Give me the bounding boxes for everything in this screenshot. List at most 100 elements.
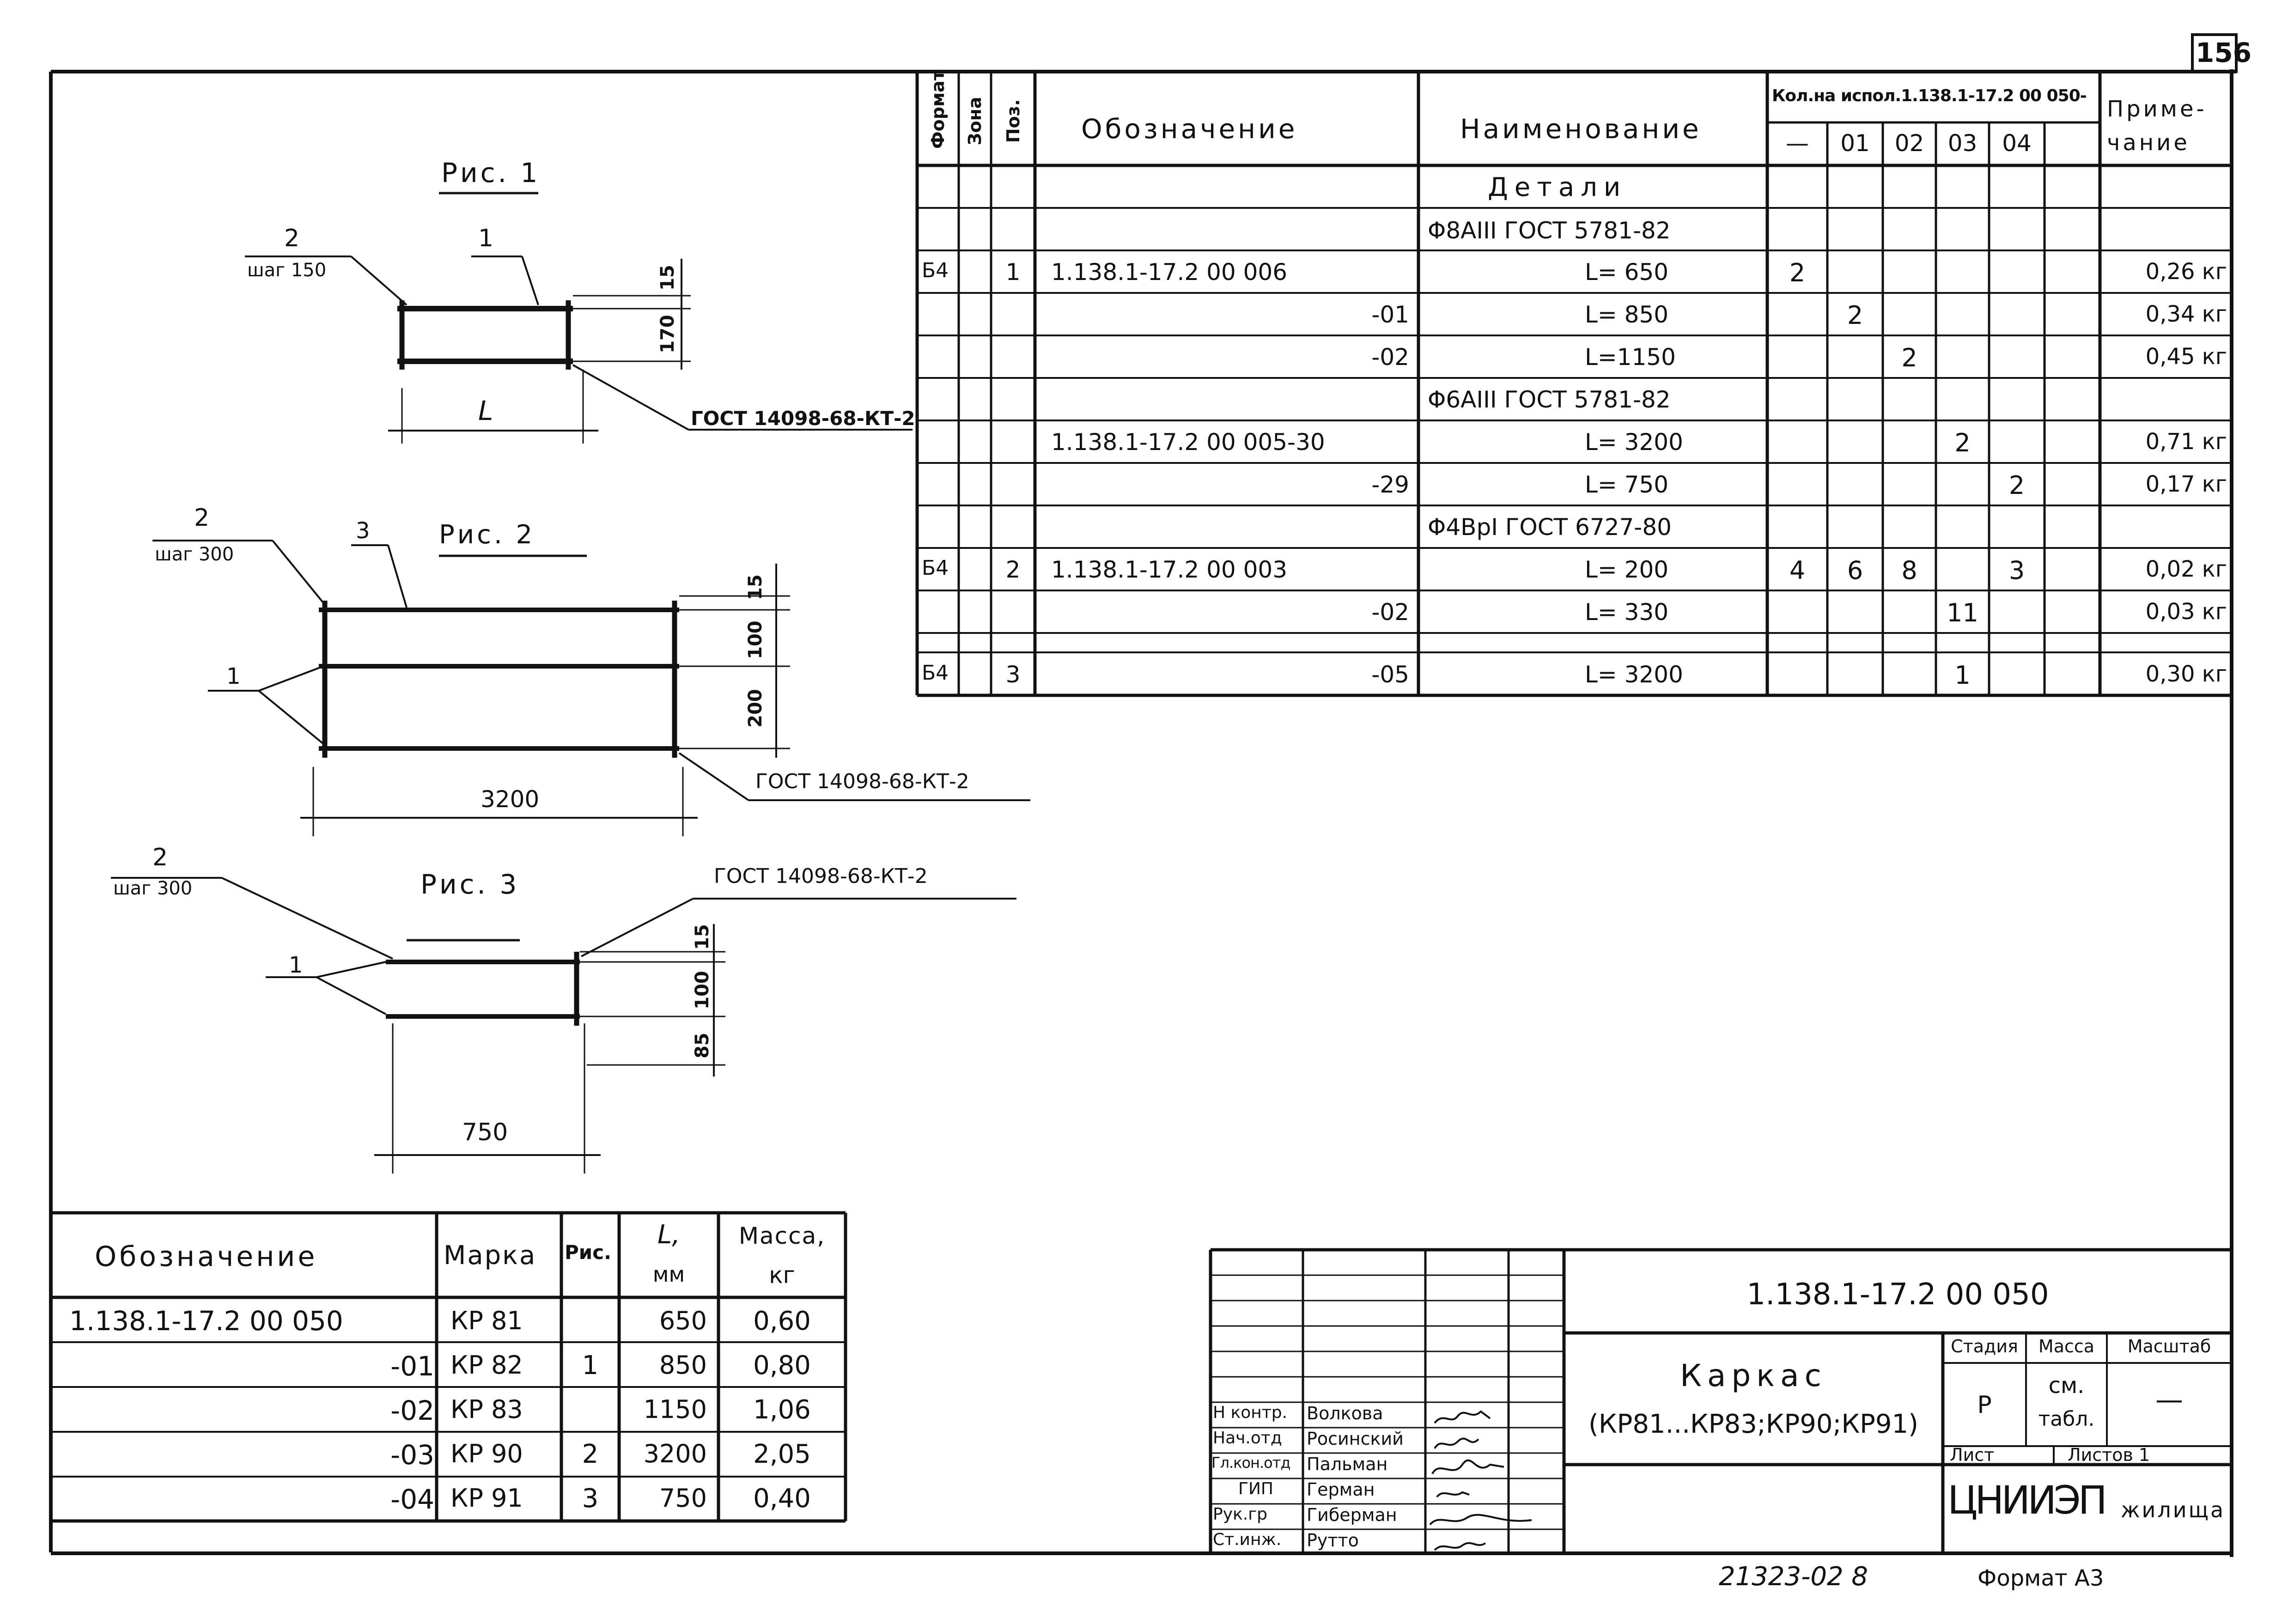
organization-sub: жилища bbox=[2121, 1497, 2226, 1522]
fig2-dim-100: 100 bbox=[745, 620, 766, 659]
fig3-pos2-label: 2 bbox=[152, 844, 168, 871]
staff-name: Волкова bbox=[1307, 1403, 1383, 1423]
spec-row-qty: 3 bbox=[2008, 556, 2025, 585]
staff-name: Росинский bbox=[1307, 1429, 1404, 1449]
marks-row-mass: 2,05 bbox=[753, 1439, 811, 1469]
spec-row-pos: 2 bbox=[1005, 556, 1021, 583]
fig1-dim-15: 15 bbox=[657, 265, 678, 291]
stage-value: Р bbox=[1977, 1391, 1992, 1419]
spec-row-qty: 4 bbox=[1789, 556, 1806, 585]
spec-header-name: Наименование bbox=[1460, 113, 1702, 145]
spec-row-mass: 0,17 кг bbox=[2145, 471, 2227, 497]
marks-header-designation: Обозначение bbox=[95, 1241, 318, 1273]
mass-value-1: см. bbox=[2048, 1373, 2085, 1399]
fig1-dim-170: 170 bbox=[657, 315, 678, 353]
marks-row-designation: -03 bbox=[390, 1439, 434, 1471]
spec-variant-base: — bbox=[1786, 130, 1809, 157]
spec-row-designation: -01 bbox=[1371, 301, 1409, 328]
fig2-pos2-label: 2 bbox=[194, 504, 210, 532]
marks-row-fig: 3 bbox=[582, 1484, 599, 1514]
spec-row-qty: 2 bbox=[1847, 301, 1863, 330]
marks-row-len: 850 bbox=[659, 1350, 707, 1380]
marks-row-fig: 1 bbox=[582, 1350, 599, 1381]
spec-header-zone: Зона bbox=[965, 97, 985, 146]
fig2-dim-200: 200 bbox=[745, 689, 766, 728]
fig1-lines bbox=[245, 192, 913, 444]
fig3-dim-100: 100 bbox=[692, 971, 713, 1010]
marks-header-mass-1: Масса, bbox=[738, 1223, 826, 1249]
marks-row-mass: 0,60 bbox=[753, 1306, 811, 1336]
marks-row-len: 1150 bbox=[643, 1395, 707, 1424]
marks-row-mass: 0,80 bbox=[753, 1350, 811, 1381]
marks-row-mark: КР 82 bbox=[450, 1350, 523, 1380]
document-title: Каркас bbox=[1680, 1358, 1827, 1393]
spec-header-pos: Поз. bbox=[1003, 99, 1023, 143]
spec-row-mass: 0,03 кг bbox=[2145, 599, 2227, 625]
spec-row-qty: 2 bbox=[1901, 343, 1917, 372]
marks-header-len-2: мм bbox=[652, 1262, 685, 1287]
fig2-dim-15: 15 bbox=[745, 574, 766, 600]
staff-role: Гл.кон.отд bbox=[1211, 1454, 1290, 1472]
spec-variant-03: 03 bbox=[1947, 130, 1978, 157]
fig3-title: Рис. 3 bbox=[420, 869, 520, 900]
spec-row-mass: 0,34 кг bbox=[2145, 301, 2227, 327]
spec-row-qty: 8 bbox=[1901, 556, 1917, 585]
staff-role: Рук.гр bbox=[1213, 1505, 1267, 1524]
fig1-pos1-label: 1 bbox=[478, 225, 494, 252]
marks-row-len: 3200 bbox=[643, 1439, 707, 1468]
marks-row-mark: КР 83 bbox=[450, 1395, 523, 1424]
spec-header-note-2: чание bbox=[2107, 130, 2190, 156]
fig2-lines bbox=[152, 540, 1030, 836]
marks-row-mark: КР 90 bbox=[450, 1439, 523, 1468]
marks-header-fig: Рис. bbox=[565, 1241, 612, 1264]
spec-row-designation: 1.138.1-17.2 00 003 bbox=[1051, 556, 1288, 583]
spec-header-qty: Кол.на испол.1.138.1-17.2 00 050- bbox=[1772, 86, 2087, 105]
fig2-title: Рис. 2 bbox=[439, 520, 535, 550]
spec-row-mass: 0,71 кг bbox=[2145, 429, 2227, 455]
staff-name: Рутто bbox=[1307, 1530, 1359, 1551]
document-code: 1.138.1-17.2 00 050 bbox=[1746, 1277, 2049, 1312]
sheet-format: Формат А3 bbox=[1978, 1565, 2104, 1591]
document-subtitle: (КР81...КР83;КР90;КР91) bbox=[1588, 1409, 1918, 1439]
marks-row-mark: КР 81 bbox=[450, 1306, 523, 1335]
marks-row-len: 750 bbox=[659, 1484, 707, 1513]
spec-material: Φ4BpI ГОСТ 6727-80 bbox=[1428, 514, 1672, 541]
spec-row-length: L=1150 bbox=[1585, 344, 1676, 371]
fig3-pos1-label: 1 bbox=[289, 952, 303, 978]
spec-row-length: L= 3200 bbox=[1585, 429, 1683, 456]
spec-row-mass: 0,45 кг bbox=[2145, 344, 2227, 370]
staff-role: Нач.отд bbox=[1213, 1429, 1282, 1448]
fig3-dim-85: 85 bbox=[692, 1033, 713, 1058]
marks-row-designation: 1.138.1-17.2 00 050 bbox=[69, 1305, 343, 1337]
spec-row-length: L= 3200 bbox=[1585, 661, 1683, 688]
spec-row-length: L= 850 bbox=[1585, 301, 1669, 328]
fig3-lines bbox=[111, 877, 1016, 1174]
spec-row-length: L= 750 bbox=[1585, 471, 1669, 498]
spec-row-designation: -02 bbox=[1371, 344, 1409, 371]
fig1-title: Рис. 1 bbox=[441, 157, 541, 189]
marks-row-mass: 1,06 bbox=[753, 1395, 811, 1425]
marks-table-lines bbox=[51, 1211, 847, 1523]
spec-row-format: Б4 bbox=[922, 661, 949, 685]
organization-main: ЦНИИЭП bbox=[1947, 1478, 2107, 1523]
spec-row-designation: 1.138.1-17.2 00 006 bbox=[1051, 259, 1288, 286]
staff-role: ГИП bbox=[1238, 1479, 1273, 1498]
sheet-number: 156 bbox=[2196, 37, 2252, 68]
spec-section-details: Детали bbox=[1488, 172, 1627, 202]
fig3-dim-750: 750 bbox=[462, 1119, 508, 1146]
marks-row-designation: -04 bbox=[390, 1484, 434, 1515]
fig3-dim-15: 15 bbox=[692, 924, 713, 950]
spec-row-length: L= 330 bbox=[1585, 599, 1669, 626]
spec-row-designation: 1.138.1-17.2 00 005-30 bbox=[1051, 429, 1325, 456]
signatures bbox=[1429, 1410, 1532, 1551]
spec-row-format: Б4 bbox=[922, 556, 949, 580]
spec-row-pos: 3 bbox=[1005, 661, 1021, 688]
spec-material: Φ8AIII ГОСТ 5781-82 bbox=[1428, 217, 1671, 244]
spec-row-mass: 0,30 кг bbox=[2145, 661, 2227, 687]
fig2-pos1-label: 1 bbox=[226, 663, 241, 689]
sheets-label: Листов 1 bbox=[2068, 1445, 2150, 1465]
scale-label: Масштаб bbox=[2127, 1336, 2211, 1356]
spec-variant-04: 04 bbox=[2002, 130, 2032, 157]
spec-row-designation: -29 bbox=[1371, 471, 1409, 498]
